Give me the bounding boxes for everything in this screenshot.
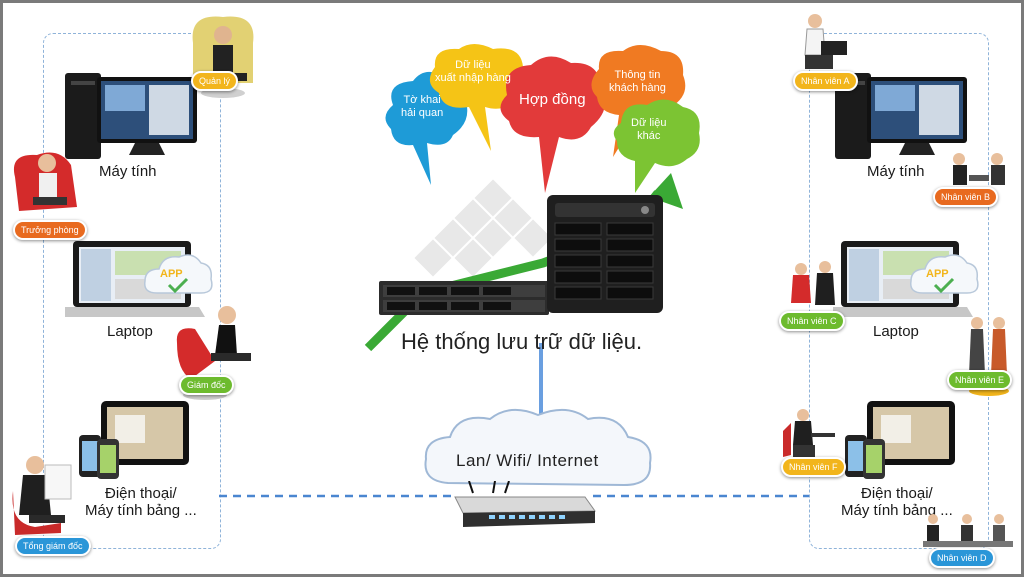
- connection-lines: [219, 343, 809, 498]
- employee-d-person-icon: [923, 514, 1013, 547]
- role-employee-f: Nhân viên F: [781, 457, 846, 477]
- data-bubbles: [385, 44, 700, 193]
- right-computer-label: Máy tính: [867, 163, 925, 180]
- left-computer-label: Máy tính: [99, 163, 157, 180]
- left-app-badge: APP: [160, 268, 183, 280]
- bubble-import-export: Dữ liệu xuất nhập hàng: [435, 59, 511, 84]
- bubble-other-data: Dữ liệu khác: [631, 117, 667, 142]
- left-phone-label: Điện thoại/ Máy tính bảng ...: [85, 485, 197, 519]
- role-manager: Quản lý: [191, 71, 239, 91]
- employee-a-person-icon: [804, 14, 847, 69]
- role-ceo: Tổng giám đốc: [15, 536, 91, 556]
- bubble-contract: Hợp đồng: [519, 91, 586, 108]
- ceo-person-icon: [12, 456, 72, 535]
- network-label: Lan/ Wifi/ Internet: [456, 451, 599, 470]
- left-group-border: [43, 33, 221, 549]
- network-switch-icon: [454, 481, 596, 527]
- right-tablet-phone-icon: [845, 401, 955, 479]
- system-title: Hệ thống lưu trữ dữ liệu.: [401, 329, 643, 354]
- left-laptop-label: Laptop: [107, 323, 153, 340]
- left-tablet-phone-icon: [79, 401, 189, 479]
- employee-b-person-icon: [953, 153, 1005, 185]
- role-director: Giám đốc: [179, 375, 234, 395]
- role-employee-d: Nhân viên D: [929, 548, 995, 568]
- role-head-dept: Trưởng phòng: [13, 220, 87, 240]
- right-app-cloud-icon: [910, 254, 979, 294]
- role-employee-b: Nhân viên B: [933, 187, 999, 207]
- employee-f-person-icon: [783, 409, 835, 457]
- employee-c-person-icon: [791, 261, 835, 305]
- role-employee-a: Nhân viên A: [793, 71, 858, 91]
- role-employee-c: Nhân viên C: [779, 311, 845, 331]
- bubble-customs: Tờ khai hải quan: [401, 94, 444, 119]
- left-desktop-icon: [65, 73, 197, 159]
- right-app-badge: APP: [926, 268, 949, 280]
- role-employee-e: Nhân viên E: [947, 370, 1013, 390]
- right-desktop-icon: [835, 73, 967, 159]
- bubble-customer-info: Thông tin khách hàng: [609, 69, 666, 94]
- right-phone-label: Điện thoại/ Máy tính bảng ...: [841, 485, 953, 519]
- director-person-icon: [176, 306, 251, 400]
- left-app-cloud-icon: [144, 254, 213, 294]
- network-cloud-icon: [424, 408, 652, 487]
- storage-servers-icon: [379, 195, 663, 315]
- right-laptop-label: Laptop: [873, 323, 919, 340]
